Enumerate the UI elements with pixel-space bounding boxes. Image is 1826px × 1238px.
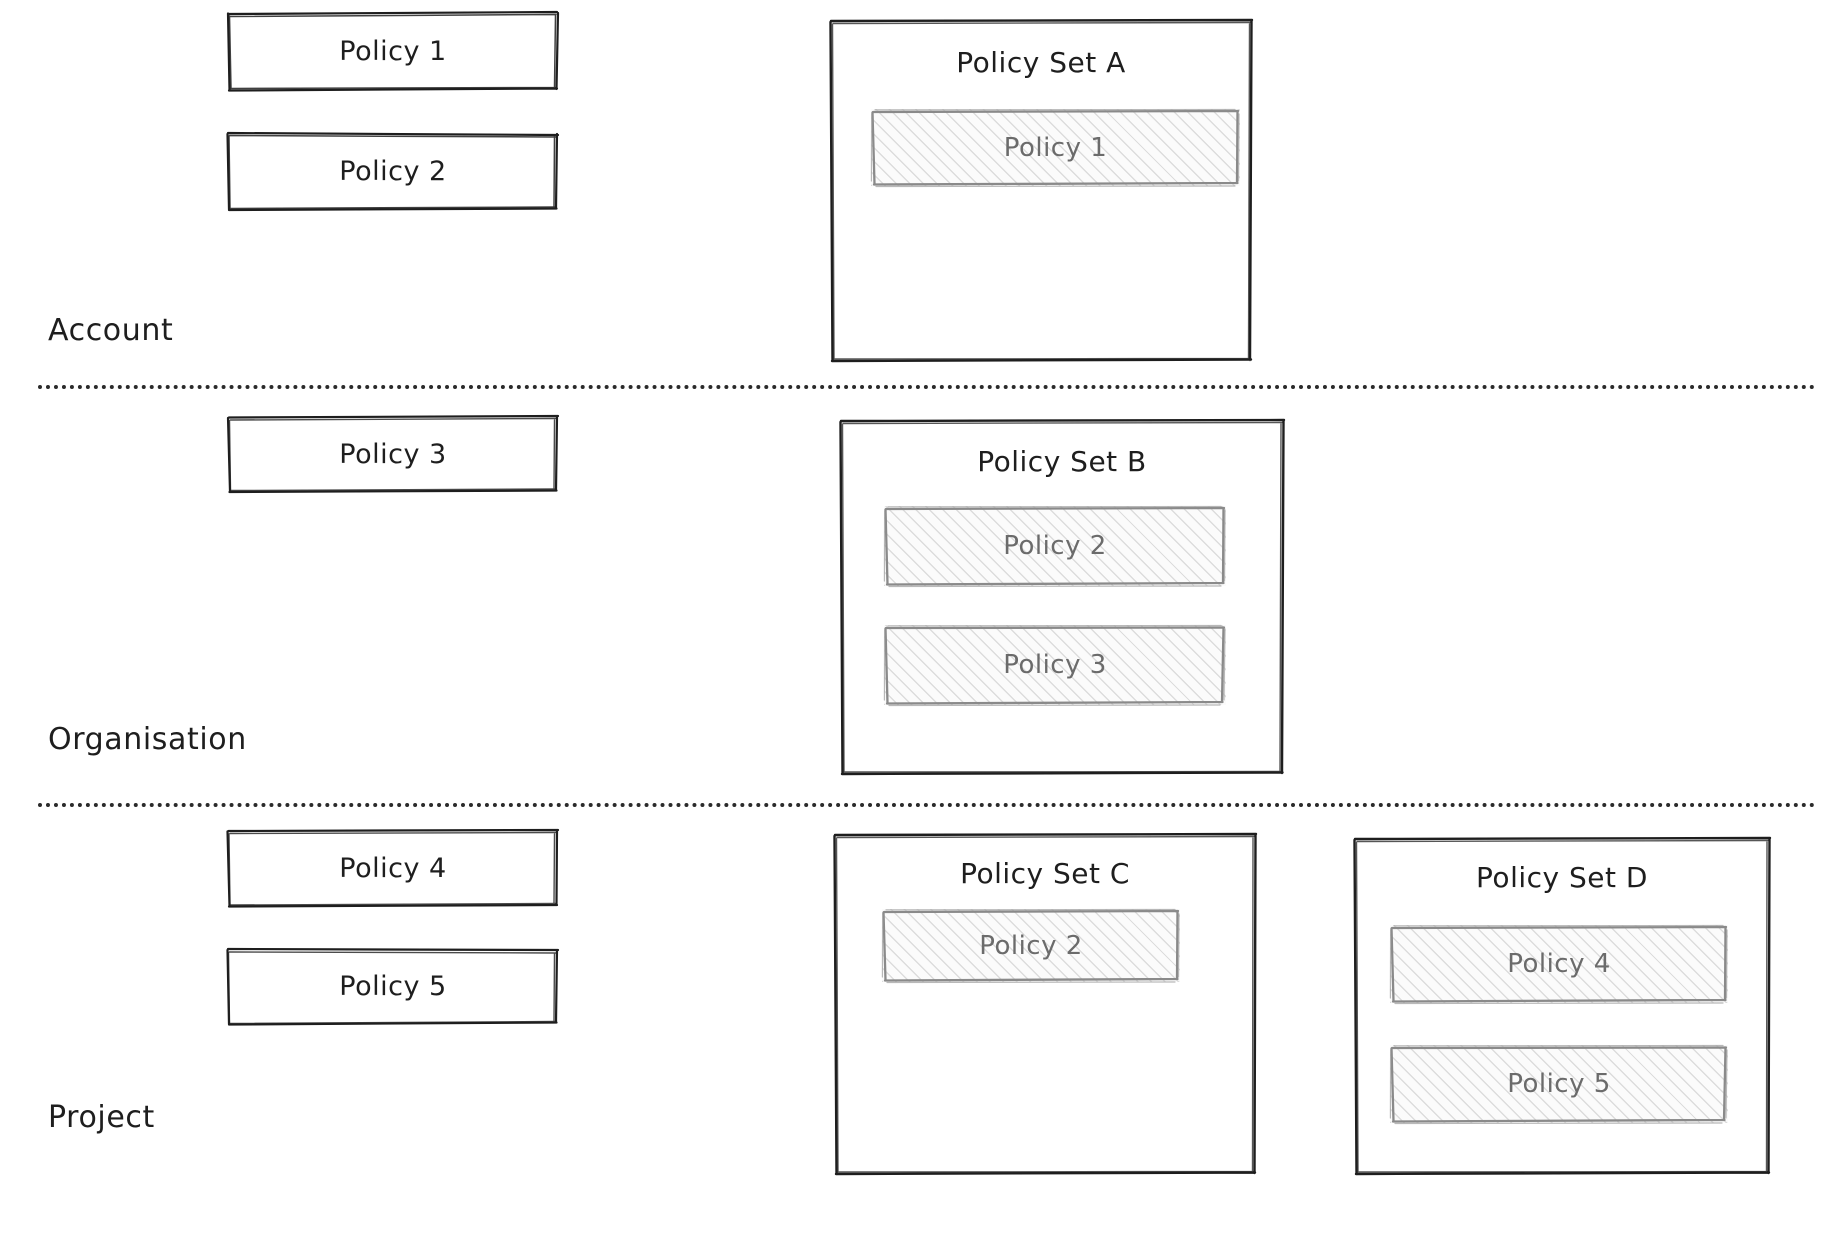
section-label-organisation: Organisation [48,722,247,757]
policy-set-member-label: Policy 3 [1003,650,1107,680]
policy-set-a[interactable]: Policy Set A Policy 1 [828,18,1254,363]
policy-set-title: Policy Set D [1476,861,1648,894]
policy-set-member[interactable]: Policy 3 [883,624,1226,707]
policy-chip-policy-4[interactable]: Policy 4 [226,828,560,908]
policy-set-member-label: Policy 1 [1003,132,1108,163]
policy-chip-label: Policy 1 [339,35,447,67]
policy-set-member-label: Policy 5 [1507,1069,1611,1099]
policy-chip-policy-3[interactable]: Policy 3 [226,414,560,494]
policy-set-member-label: Policy 2 [979,930,1083,961]
policy-set-member-label: Policy 2 [1003,531,1107,561]
policy-set-member-label: Policy 4 [1507,949,1611,979]
policy-chip-label: Policy 2 [339,155,447,187]
policy-chip-policy-1[interactable]: Policy 1 [226,10,560,92]
section-label-account: Account [48,313,174,348]
section-divider-account-organisation [38,385,1816,389]
policy-set-d[interactable]: Policy Set D Policy 4 Policy 5 [1352,836,1772,1176]
policy-set-member[interactable]: Policy 2 [881,908,1180,984]
policy-set-title: Policy Set B [977,445,1147,478]
policy-set-member[interactable]: Policy 5 [1389,1044,1728,1125]
policy-chip-label: Policy 5 [339,970,447,1002]
policy-set-b[interactable]: Policy Set B Policy 2 Policy 3 [838,418,1286,776]
policy-set-member[interactable]: Policy 4 [1389,924,1728,1005]
policy-set-member[interactable]: Policy 1 [870,108,1240,188]
policy-chip-policy-5[interactable]: Policy 5 [226,946,560,1026]
policy-set-member[interactable]: Policy 2 [883,505,1226,588]
section-label-project: Project [48,1100,155,1135]
policy-chip-label: Policy 3 [339,438,447,470]
policy-set-c[interactable]: Policy Set C Policy 2 [832,832,1258,1176]
policy-set-title: Policy Set C [960,857,1130,890]
policy-chip-label: Policy 4 [339,852,447,884]
policy-set-title: Policy Set A [956,46,1126,79]
section-divider-organisation-project [38,803,1816,807]
policy-chip-policy-2[interactable]: Policy 2 [226,130,560,212]
